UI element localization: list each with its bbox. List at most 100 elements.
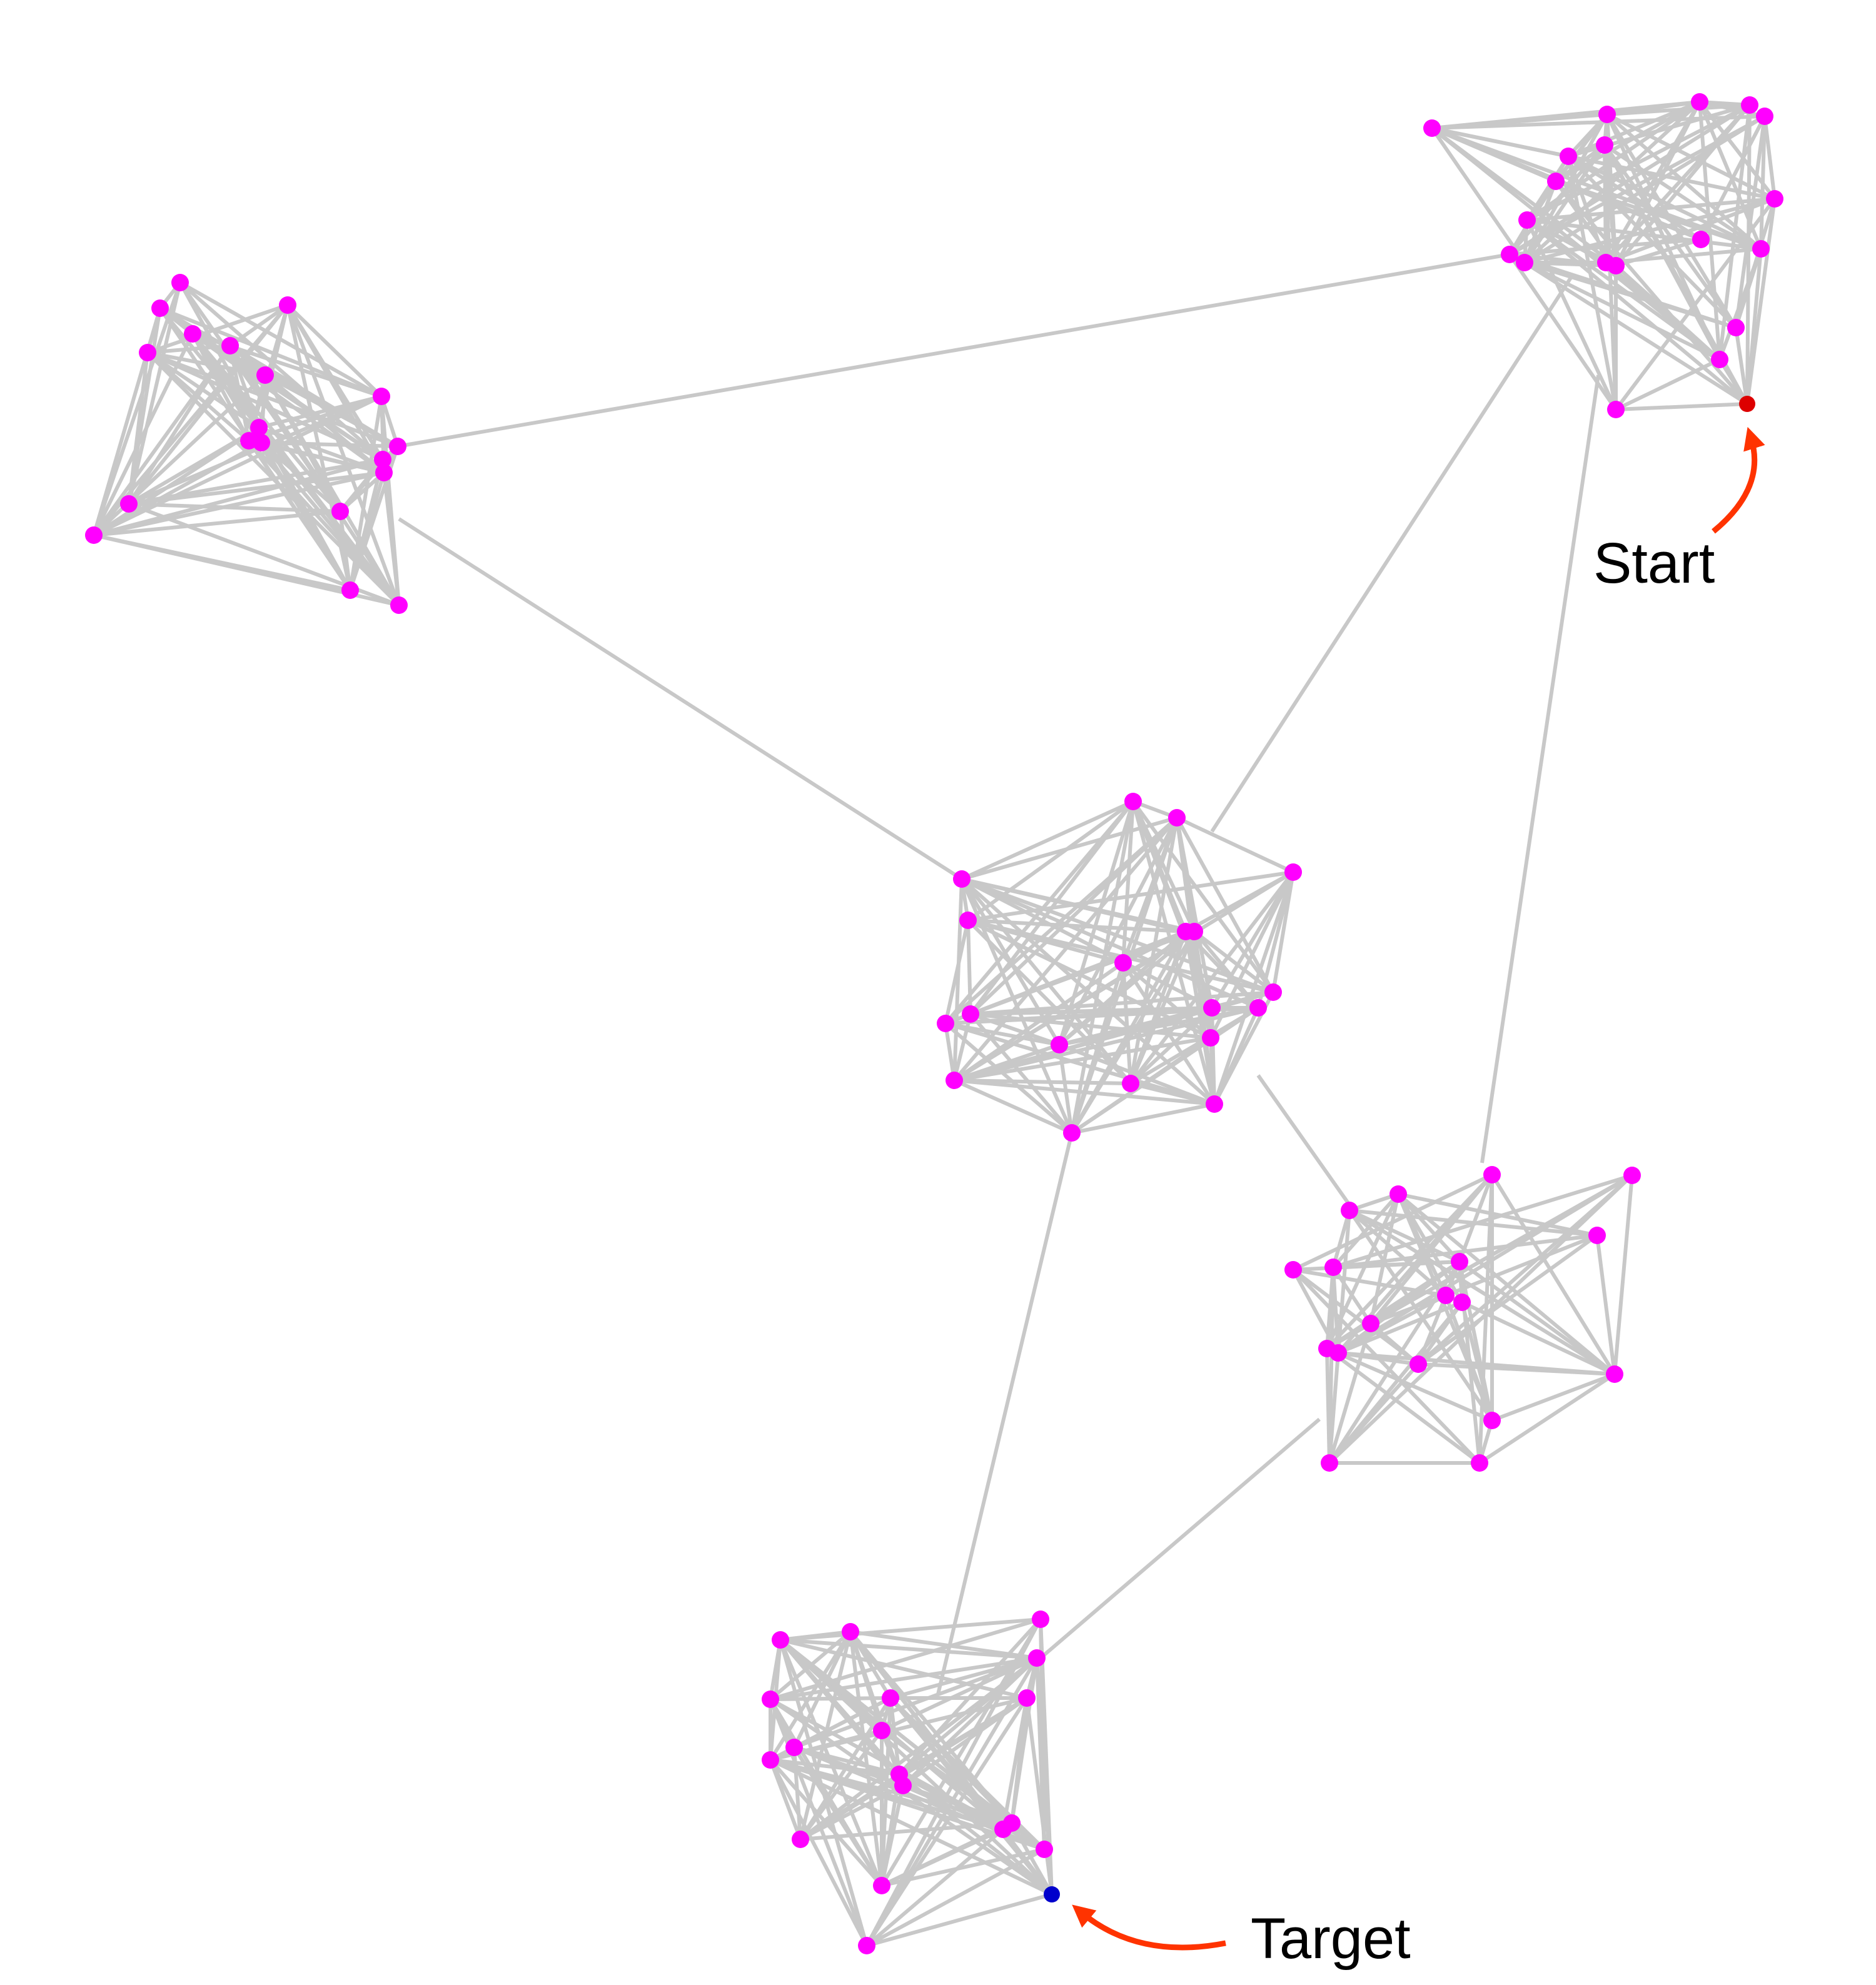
edge-upper-left — [92, 344, 232, 536]
edge-center — [1213, 1007, 1260, 1105]
node-upper-right — [1756, 108, 1773, 125]
edge-upper-right — [1523, 261, 1748, 406]
node-upper-left — [139, 344, 156, 361]
edge-center — [1176, 816, 1294, 874]
node-center — [1249, 999, 1267, 1017]
node-upper-left — [120, 495, 138, 513]
edge-center — [944, 1022, 1073, 1135]
edge-center — [1130, 1082, 1215, 1106]
edge-center — [1121, 962, 1132, 1084]
edge-upper-right — [1614, 104, 1752, 267]
edge-upper-left — [146, 351, 260, 430]
edge-upper-right — [1567, 100, 1701, 158]
edge-center — [944, 930, 1196, 1025]
node-upper-right — [1501, 246, 1518, 263]
edge-center — [952, 878, 964, 1081]
node-center-right — [1451, 1253, 1468, 1270]
edge-center — [961, 800, 1134, 881]
edge-center — [970, 1012, 1060, 1047]
edge-center — [961, 877, 1259, 1010]
edge-center-right — [1325, 1348, 1331, 1464]
edge-center — [967, 918, 1186, 933]
edge-center — [1209, 1037, 1216, 1105]
edge-center-right — [1398, 1192, 1598, 1237]
edge-upper-left — [339, 471, 385, 513]
edge-center-right — [1461, 1300, 1616, 1376]
edge-upper-right — [1745, 104, 1752, 405]
node-center — [1114, 954, 1132, 972]
edge-center — [954, 1006, 1259, 1082]
node-bottom — [792, 1831, 809, 1848]
edge-center-right — [1348, 1209, 1616, 1376]
node-bottom — [1032, 1611, 1049, 1628]
edge-upper-right — [1605, 197, 1776, 264]
bridge-edge-5 — [1256, 1074, 1353, 1208]
edge-center-right — [1490, 1173, 1616, 1375]
start-label: Start — [1593, 531, 1715, 595]
edge-upper-left — [128, 502, 341, 513]
edge-bottom — [866, 1892, 1052, 1947]
node-bottom — [785, 1739, 803, 1756]
node-center-right — [1483, 1166, 1501, 1183]
node-upper-left — [389, 438, 406, 455]
edge-upper-right — [1509, 238, 1702, 256]
edge-upper-right — [1759, 116, 1767, 249]
edge-bottom — [770, 1656, 1037, 1701]
node-center-right — [1324, 1259, 1342, 1276]
node-upper-left — [85, 526, 103, 544]
node-bottom — [894, 1777, 912, 1794]
target-node — [1044, 1886, 1060, 1902]
node-center — [962, 1005, 979, 1023]
edge-upper-left — [93, 394, 383, 537]
edge-center — [954, 1036, 1211, 1082]
node-upper-right — [1547, 173, 1565, 190]
node-center-right — [1471, 1454, 1488, 1472]
node-center-right — [1483, 1412, 1501, 1429]
node-center — [937, 1015, 954, 1032]
edge-center-right — [1328, 1352, 1340, 1464]
edge-center-right — [1291, 1268, 1481, 1465]
bridge-edge-4 — [1480, 374, 1600, 1163]
edge-upper-right — [1524, 261, 1737, 329]
edge-center — [1193, 930, 1274, 994]
edge-upper-right — [1605, 247, 1762, 264]
node-upper-right — [1518, 211, 1536, 229]
node-center — [1124, 793, 1142, 810]
node-bottom — [762, 1751, 779, 1769]
node-bottom — [873, 1877, 890, 1894]
edge-upper-left — [147, 351, 266, 377]
edge-upper-right — [1526, 197, 1775, 222]
edge-center — [967, 800, 1134, 922]
edge-upper-left — [286, 303, 383, 398]
bridge-edge-6 — [936, 1132, 1074, 1695]
edge-upper-right — [1615, 358, 1721, 411]
start-node — [1739, 396, 1755, 412]
node-center — [1051, 1036, 1068, 1053]
node-center — [953, 870, 971, 888]
node-layer — [85, 93, 1783, 1954]
edge-center — [961, 816, 1178, 881]
edge-center — [969, 1013, 1074, 1134]
node-center-right — [1362, 1315, 1379, 1332]
edge-center-right — [1328, 1323, 1373, 1464]
edge-center — [945, 1022, 1215, 1106]
edge-upper-right — [1734, 327, 1749, 405]
edge-center-right — [1326, 1347, 1493, 1422]
node-upper-left — [331, 503, 349, 520]
edge-center-right — [1328, 1362, 1420, 1465]
edge-bottom — [850, 1630, 1037, 1660]
edge-bottom — [890, 1656, 1037, 1700]
edge-center — [970, 1012, 1211, 1040]
node-center-right — [1623, 1167, 1641, 1184]
node-center-right — [1321, 1454, 1338, 1472]
target-label: Target — [1251, 1907, 1411, 1971]
node-upper-right — [1766, 190, 1783, 208]
edge-center — [961, 877, 1274, 994]
node-upper-right — [1692, 231, 1710, 248]
edge-bottom — [880, 1827, 1004, 1887]
edge-upper-right — [1526, 103, 1751, 222]
edge-bottom — [902, 1784, 1004, 1831]
edge-upper-right — [1526, 218, 1762, 251]
edge-center — [970, 990, 1274, 1016]
